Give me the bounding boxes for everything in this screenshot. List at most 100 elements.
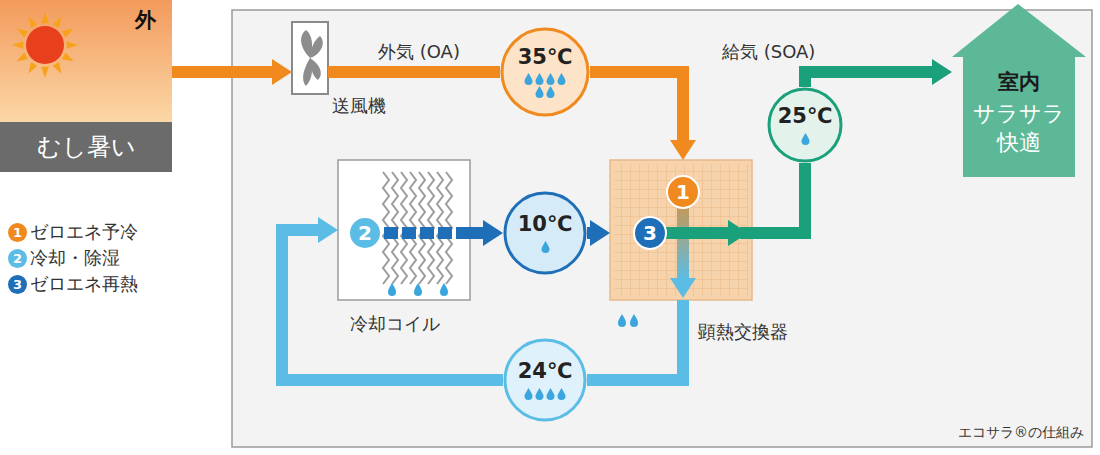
circle-shape: [502, 29, 588, 115]
sun-ray: [16, 29, 28, 38]
callout-number: 1: [13, 226, 22, 239]
flow-connector: [172, 66, 278, 78]
temperature-text: 24℃: [518, 360, 573, 383]
fan-icon: [301, 30, 323, 86]
sun-ray: [41, 67, 48, 78]
flow-label: 外気 (OA): [378, 40, 460, 64]
sun-ray: [29, 62, 38, 74]
legend-item: 3 ゼロエネ再熱: [8, 272, 138, 296]
water-drop: [525, 73, 533, 85]
legend-text: 冷却・除湿: [30, 246, 120, 270]
sun-ray: [41, 12, 48, 23]
legend-item: 1 ゼロエネ予冷: [8, 220, 138, 244]
flow-connector: [587, 227, 596, 239]
fan-box: [292, 22, 328, 94]
circle-shape: [505, 340, 585, 420]
legend-swatch: 2: [8, 249, 27, 268]
legend-swatch: 1: [8, 223, 27, 242]
flow-label: 給気 (SOA): [722, 40, 815, 64]
node-heading: 室内: [963, 68, 1075, 96]
exchanger-drops: [618, 314, 638, 327]
circle-content: 25℃: [767, 87, 843, 163]
legend-item: 2 冷却・除湿: [8, 246, 120, 270]
sun-ray: [16, 53, 28, 62]
box-label: 顕熱交換器: [698, 320, 788, 344]
temperature-circle: 35℃: [500, 27, 590, 117]
water-drop: [440, 283, 448, 296]
box-label: 送風機: [332, 94, 386, 118]
legend-text: ゼロエネ再熱: [30, 272, 138, 296]
circle-content: 35℃: [500, 27, 590, 117]
sun-ray: [53, 62, 62, 74]
water-drop: [536, 73, 544, 85]
sun-icon: [12, 12, 78, 78]
sun-ray: [53, 16, 62, 28]
flow-connector: [282, 230, 503, 380]
callout-number: 2: [13, 252, 22, 265]
exchanger-box: [610, 160, 752, 300]
flow-connector: [752, 163, 805, 233]
exchanger-grid: [614, 164, 748, 296]
node-heading: 外: [135, 6, 156, 34]
equipment-box: 送風機: [292, 22, 328, 94]
house-shape: [952, 4, 1086, 177]
circle-shape: [769, 89, 841, 161]
circle-outline: [500, 27, 590, 117]
temperature-circle: 24℃: [503, 338, 587, 422]
water-drops: [523, 72, 567, 98]
callout-number: 3: [633, 216, 667, 250]
water-drops: [540, 240, 551, 253]
outside-panel: 外むし暑い: [0, 0, 172, 172]
water-drop: [547, 388, 555, 400]
flow-connector: [805, 72, 938, 87]
circle-content: 24℃: [503, 338, 587, 422]
caption: エコサラ®の仕組み: [958, 424, 1084, 442]
sun-ray: [29, 16, 38, 28]
flow-connector: [470, 227, 489, 239]
water-drop: [525, 388, 533, 400]
water-drop: [536, 388, 544, 400]
circle-content: 10℃: [503, 191, 587, 275]
temperature-text: 25℃: [778, 105, 833, 128]
temperature-circle: 25℃: [767, 87, 843, 163]
water-drop: [414, 283, 422, 296]
exchanger-side-flow: [740, 227, 752, 239]
water-drop: [558, 73, 566, 85]
circle-shape: [505, 193, 585, 273]
water-drops: [800, 132, 811, 145]
weather-band: むし暑い: [0, 122, 172, 172]
room-house: 室内サラサラ 快適: [952, 2, 1088, 177]
water-drop: [541, 241, 549, 253]
sun-ray: [67, 41, 78, 48]
water-drop: [558, 388, 566, 400]
water-drop: [801, 133, 809, 145]
callout-number: 1: [666, 175, 700, 209]
callout-number: 3: [13, 278, 22, 291]
water-drop: [547, 73, 555, 85]
water-drops: [523, 387, 567, 400]
temperature-text: 35℃: [518, 46, 573, 69]
water-drop: [547, 86, 555, 98]
temperature-text: 10℃: [518, 213, 573, 236]
coil-flow: [384, 227, 470, 239]
legend-text: ゼロエネ予冷: [30, 220, 138, 244]
node-body: サラサラ 快適: [965, 100, 1073, 157]
water-drop: [536, 86, 544, 98]
legend-swatch: 3: [8, 275, 27, 294]
sun-ray: [62, 29, 74, 38]
outside-ground: [0, 0, 172, 122]
flow-connector: [328, 66, 500, 78]
sun-disc: [26, 26, 64, 64]
box-label: 冷却コイル: [350, 312, 440, 336]
sun-ray: [62, 53, 74, 62]
water-drop: [388, 283, 396, 296]
flow-connector: [590, 72, 683, 146]
temperature-circle: 10℃: [503, 191, 587, 275]
callout-number: 2: [348, 216, 382, 250]
exchanger-reheat-flow: [666, 227, 730, 239]
sun-ray: [12, 41, 23, 48]
coil-box: [338, 160, 470, 300]
flow-connector: [587, 300, 683, 380]
